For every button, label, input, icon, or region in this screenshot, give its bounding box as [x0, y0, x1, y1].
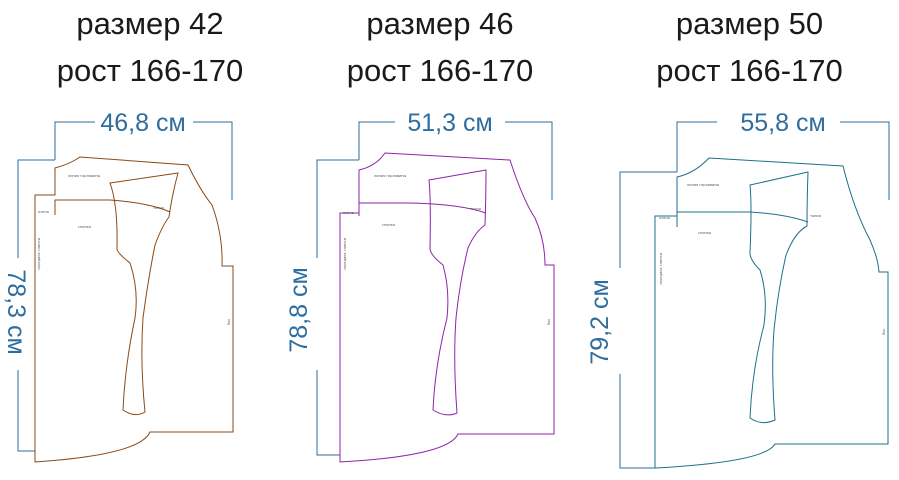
width-dimension-right-tick [505, 121, 553, 200]
height-dimension-bottom-tick [619, 374, 655, 469]
height-label: рост 166-170 [656, 53, 843, 88]
svg-text:талия: талия [810, 214, 821, 218]
svg-text:бок: бок [227, 319, 231, 325]
pattern-annotations: линия горловины плечо спинка талия бок с… [343, 174, 551, 325]
svg-text:бок: бок [882, 329, 886, 335]
height-dimension-top-tick [17, 159, 55, 258]
size-label: размер 50 [675, 6, 824, 41]
pattern-drawing-size-50: 55,8 см 79,2 см линия горловины плечо сп… [586, 109, 890, 469]
svg-text:плечо: плечо [659, 216, 670, 220]
svg-text:середина спинки: середина спинки [343, 238, 347, 270]
height-dimension-label: 78,3 см [2, 269, 30, 354]
pattern-panel-size-42: размер 42 рост 166-170 46,8 см 78,3 см л… [0, 0, 300, 480]
svg-text:линия горловины: линия горловины [374, 174, 406, 178]
pattern-annotations: линия горловины плечо спинка талия бок с… [659, 183, 886, 335]
width-dimension-right-tick [193, 121, 233, 200]
svg-text:середина спинки: середина спинки [37, 238, 41, 270]
svg-text:спинка: спинка [698, 231, 711, 235]
size-label: размер 46 [366, 6, 514, 41]
svg-text:линия горловины: линия горловины [68, 174, 100, 178]
pattern-drawing-size-42: 46,8 см 78,3 см линия горловины плечо сп… [2, 109, 234, 463]
pattern-outline [34, 156, 234, 463]
svg-text:талия: талия [470, 207, 481, 211]
width-dimension-left-tick [676, 121, 717, 172]
pattern-panel-size-50: размер 50 рост 166-170 55,8 см 79,2 см л… [586, 0, 899, 480]
size-heading: размер 50 рост 166-170 [600, 0, 899, 94]
pattern-panel-size-46: размер 46 рост 166-170 51,3 см 78,8 см л… [285, 0, 590, 480]
height-dimension-bottom-tick [17, 370, 35, 452]
height-dimension-label: 78,8 см [285, 267, 313, 352]
width-dimension-label: 55,8 см [740, 109, 825, 137]
svg-text:спинка: спинка [78, 225, 91, 229]
svg-text:спинка: спинка [382, 223, 395, 227]
height-dimension-label: 79,2 см [586, 279, 614, 364]
pattern-annotations: линия горловины плечо спинка талия бок с… [37, 174, 231, 325]
svg-text:плечо: плечо [343, 211, 354, 215]
size-heading: размер 42 рост 166-170 [0, 0, 300, 94]
height-dimension-bottom-tick [316, 370, 340, 456]
width-dimension-left-tick [358, 121, 395, 160]
width-dimension-label: 46,8 см [100, 109, 185, 137]
width-dimension-left-tick [54, 121, 95, 160]
svg-text:талия: талия [153, 206, 164, 210]
size-label: размер 42 [76, 6, 224, 41]
height-label: рост 166-170 [56, 53, 244, 88]
width-dimension-right-tick [840, 121, 890, 200]
height-dimension-top-tick [619, 171, 677, 268]
pattern-outline [654, 157, 889, 469]
pattern-drawing-size-46: 51,3 см 78,8 см линия горловины плечо сп… [285, 109, 555, 463]
svg-text:бок: бок [547, 319, 551, 325]
height-label: рост 166-170 [346, 53, 534, 88]
pattern-outline [339, 152, 555, 463]
svg-text:линия горловины: линия горловины [687, 183, 719, 187]
height-dimension-top-tick [316, 159, 359, 258]
width-dimension-label: 51,3 см [407, 109, 492, 137]
svg-text:середина спинки: середина спинки [659, 253, 663, 285]
svg-text:плечо: плечо [38, 210, 49, 214]
size-heading: размер 46 рост 166-170 [290, 0, 590, 94]
